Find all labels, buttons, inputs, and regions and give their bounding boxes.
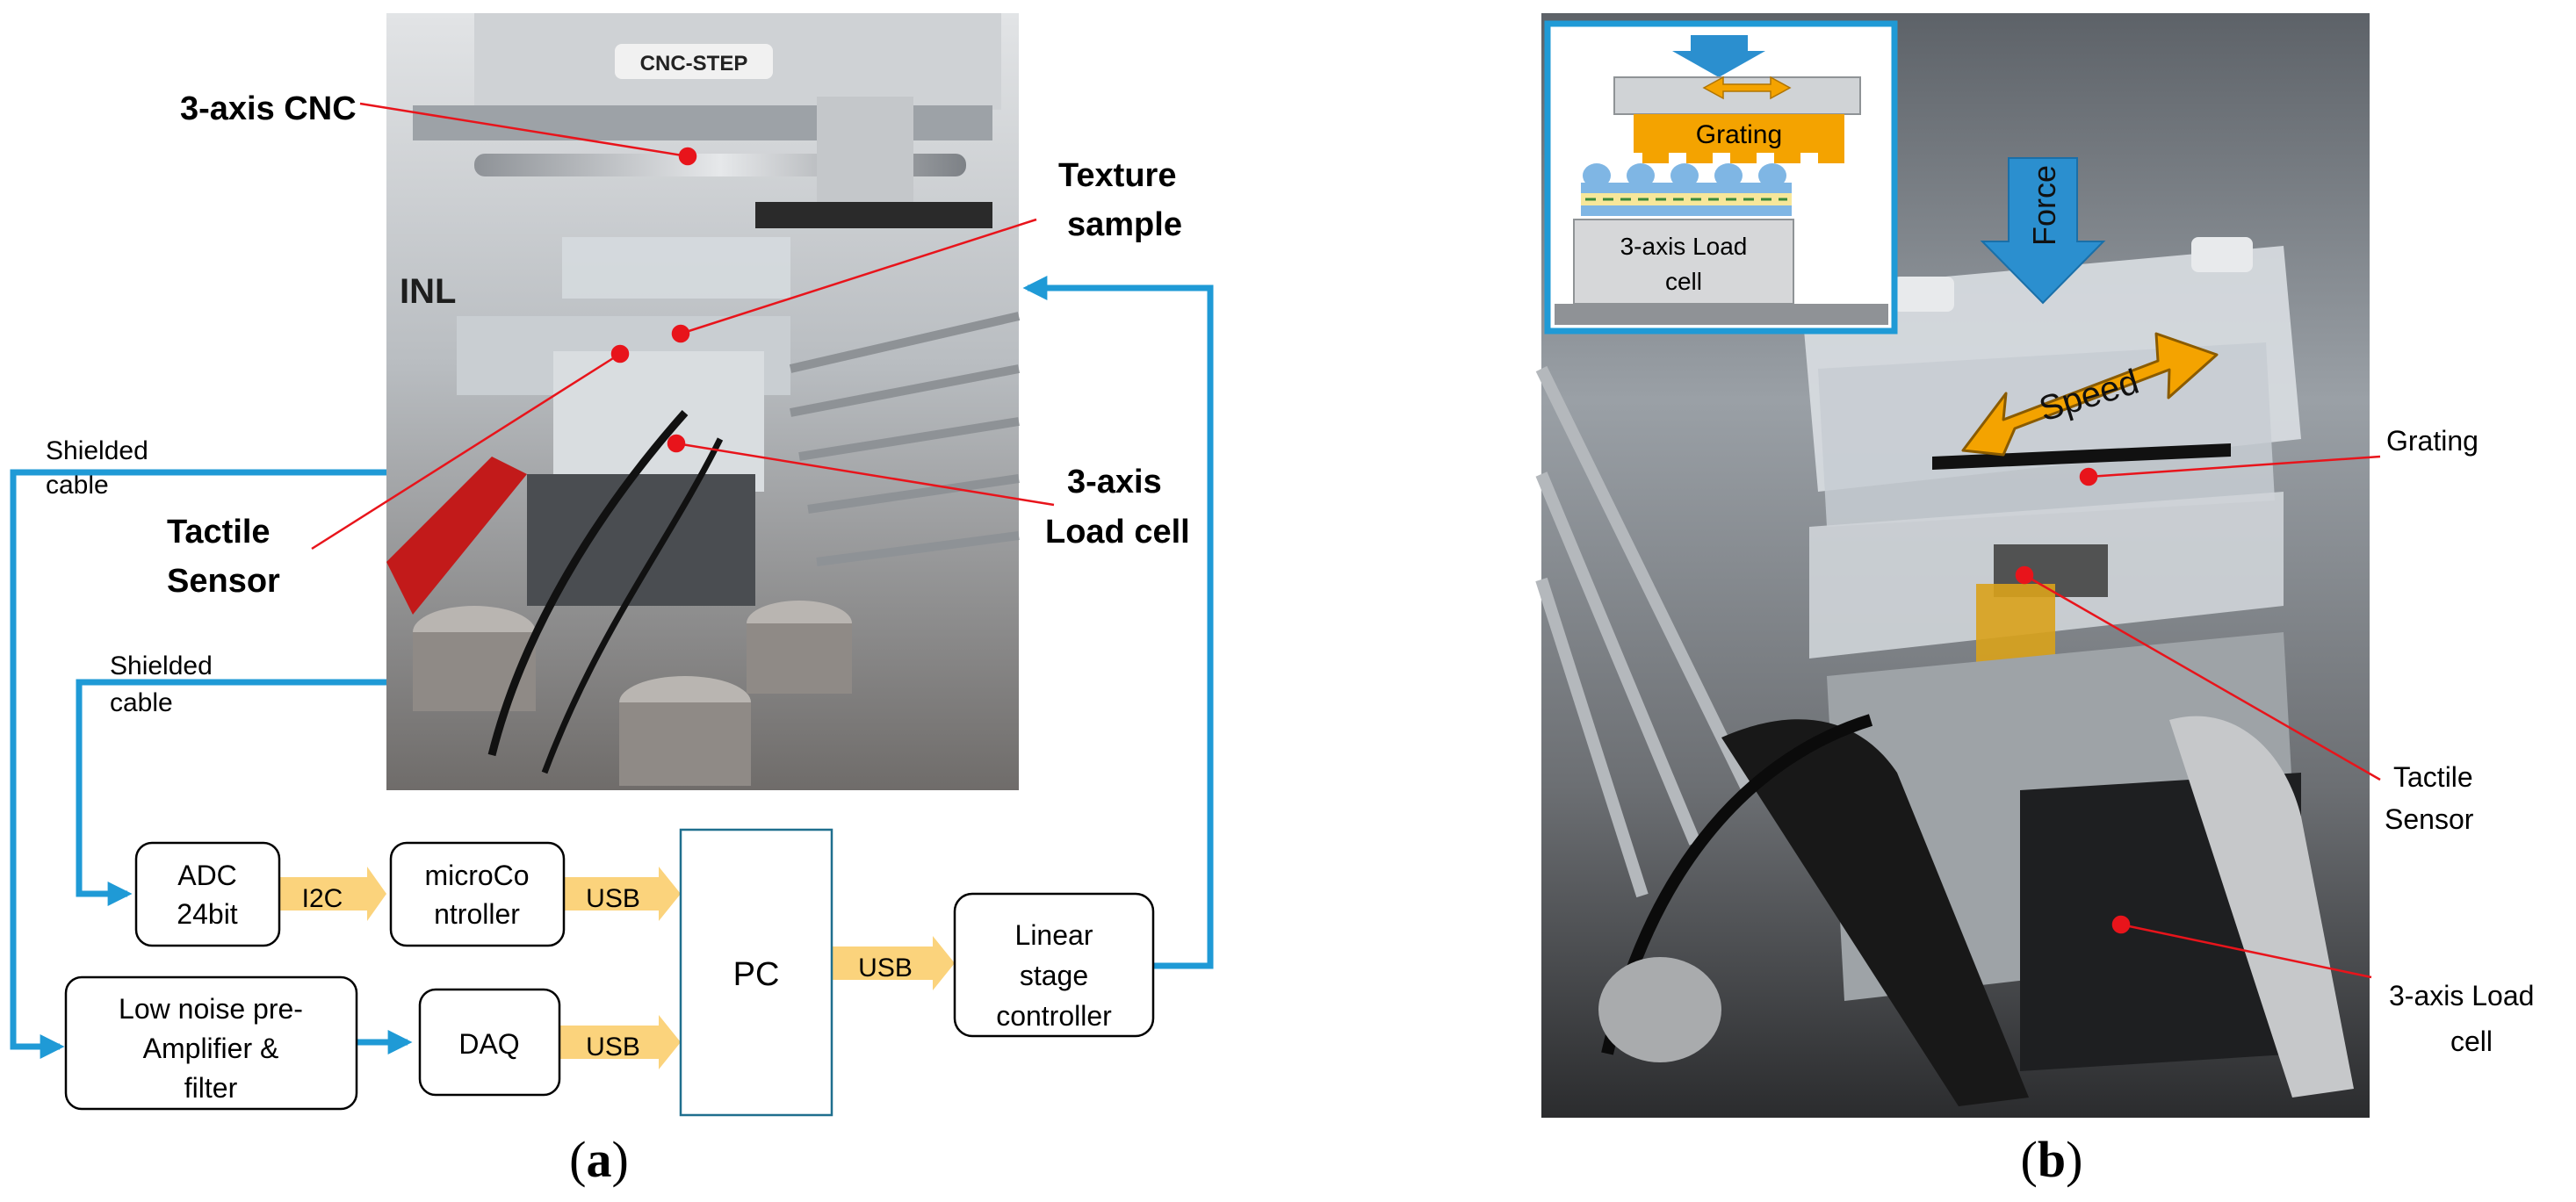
inset-load-cell <box>1573 219 1794 305</box>
block-lna-line3: filter <box>184 1072 238 1104</box>
pointer-dot-cnc <box>678 147 697 166</box>
block-linear-line1: Linear <box>1015 919 1093 951</box>
block-adc-line1: ADC <box>177 860 237 891</box>
block-daq-label: DAQ <box>458 1028 519 1060</box>
block-linear-line2: stage <box>1020 960 1088 991</box>
block-lna-line1: Low noise pre- <box>119 993 303 1025</box>
bus-arrow-usb-micro-pc <box>564 867 681 921</box>
label-texture-line1: Texture <box>1058 157 1176 194</box>
label-3-axis-cnc: 3-axis CNC <box>180 90 357 127</box>
label-b-tactile-line1: Tactile <box>2393 761 2473 793</box>
cnc-step-logo: CNC-STEP <box>640 52 748 76</box>
pointer-line-tactile-b <box>2024 573 2381 781</box>
label-b-loadcell-line2: cell <box>2450 1026 2493 1057</box>
block-pc-label: PC <box>733 956 780 993</box>
block-low-noise-preamplifier: Low noise pre- Amplifier & filter <box>64 975 358 1111</box>
sensor-block <box>553 351 764 492</box>
label-b-loadcell-line1: 3-axis Load <box>2389 980 2534 1011</box>
pointer-line-cnc <box>359 102 689 158</box>
bus-label-usb-micro-pc: USB <box>586 884 640 913</box>
pointer-dot-tactile <box>610 344 630 363</box>
inset-grating-teeth <box>1642 153 1844 163</box>
label-b-tactile-line2: Sensor <box>2385 803 2474 835</box>
pointer-dot-loadcell <box>667 434 686 453</box>
pointer-line-grating <box>2088 455 2381 479</box>
block-microcontroller: microCo ntroller <box>389 841 566 947</box>
inset-grating <box>1634 114 1844 153</box>
pointer-dot-loadcell-b <box>2111 915 2131 934</box>
connectors-blue <box>10 276 1214 1059</box>
silver-clip <box>2169 716 2354 1098</box>
acrylic-plate <box>562 237 790 299</box>
pointer-line-tactile <box>311 352 621 551</box>
panel-label-b: (b) <box>2021 1131 2083 1188</box>
setup-photo-b <box>1535 13 2370 1118</box>
panel-label-a: (a) <box>569 1131 629 1188</box>
force-arrow: Force <box>1980 157 2106 305</box>
block-adc-line2: 24bit <box>177 898 238 930</box>
pointer-dot-tactile-b <box>2015 565 2034 585</box>
pointers-b <box>2015 455 2381 979</box>
block-micro-line1: microCo <box>424 860 529 891</box>
label-tactile-line1: Tactile <box>167 514 271 551</box>
label-texture-line2: sample <box>1067 206 1182 243</box>
bus-arrow-usb-pc-linear <box>833 936 955 990</box>
block-lna-line2: Amplifier & <box>143 1033 279 1064</box>
label-shielded-2-line1: Shielded <box>110 651 213 680</box>
inset-base <box>1555 304 1888 325</box>
label-loadcell-line1: 3-axis <box>1067 464 1162 500</box>
pointer-line-loadcell-b <box>2120 923 2372 979</box>
aluminium-rails <box>789 312 1021 566</box>
sensor-cable <box>487 410 689 757</box>
pointer-line-loadcell <box>675 442 1055 507</box>
bus-arrow-i2c <box>279 867 386 921</box>
pointer-line-texture <box>680 218 1037 335</box>
background-rails <box>1535 365 1754 898</box>
block-micro-line2: ntroller <box>434 898 520 930</box>
setup-photo-a: CNC-STEP INL <box>386 13 1021 790</box>
red-clip <box>386 457 527 615</box>
pointers-a <box>311 102 1055 551</box>
pointer-dot-texture <box>671 324 690 343</box>
inset-diagram: Grating 3-axis Load cell <box>1544 20 1898 335</box>
knob <box>1598 957 1721 1062</box>
bus-label-usb-daq-pc: USB <box>586 1033 640 1062</box>
block-adc: ADC 24bit <box>134 841 281 947</box>
inset-top-plate <box>1613 76 1861 115</box>
label-shielded-2-line2: cable <box>110 688 173 717</box>
flex-cable <box>1976 584 2055 663</box>
inset-loadcell-line1: 3-axis Load <box>1620 233 1748 260</box>
grating-strip <box>1932 443 2231 470</box>
linear-controller-to-cnc <box>1022 276 1214 969</box>
inset-grating-label: Grating <box>1696 120 1782 149</box>
inset-sensor-top <box>1581 183 1792 193</box>
bus-arrow-usb-daq-pc <box>559 1015 681 1069</box>
black-clip <box>1721 719 2029 1106</box>
inset-loadcell-line2: cell <box>1665 268 1702 295</box>
label-loadcell-line2: Load cell <box>1045 514 1190 551</box>
block-pc: PC <box>679 828 833 1117</box>
inl-logo: INL <box>400 272 456 311</box>
label-tactile-line2: Sensor <box>167 563 280 600</box>
bus-label-i2c: I2C <box>302 884 343 913</box>
inset-sensor-bumps <box>1583 163 1786 188</box>
pointer-dot-grating <box>2079 467 2098 486</box>
cnc-step-logo-plate <box>615 44 773 79</box>
bus-label-usb-pc-linear: USB <box>858 954 913 982</box>
block-daq: DAQ <box>418 988 561 1097</box>
block-linear-stage-controller: Linear stage controller <box>953 892 1155 1038</box>
label-b-grating: Grating <box>2386 425 2479 457</box>
bus-arrows <box>279 867 955 1069</box>
force-label: Force <box>2026 165 2062 246</box>
inset-speed-arrow <box>1702 76 1792 100</box>
label-shielded-1-line1: Shielded <box>46 436 148 465</box>
shielded-cable-2-to-adc <box>76 679 386 906</box>
inset-force-arrow <box>1672 35 1765 77</box>
shielded-cable-1-to-lna <box>10 469 386 1059</box>
block-linear-line3: controller <box>996 1000 1112 1032</box>
